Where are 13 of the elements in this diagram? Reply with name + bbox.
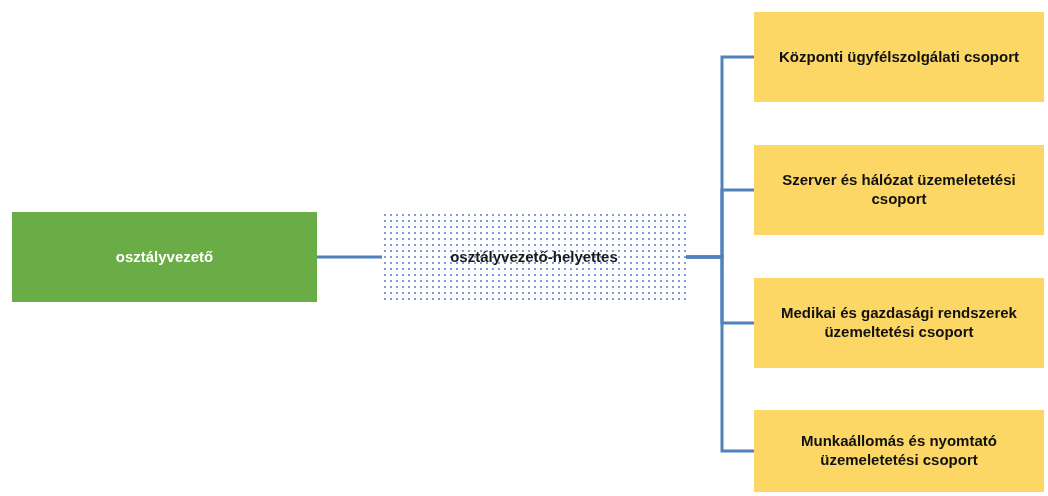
team-box — [754, 410, 1044, 492]
node-label: osztályvezető-helyettes — [450, 247, 618, 267]
team-box — [754, 278, 1044, 368]
node-label: Medikai és gazdasági rendszerek üzemeltetési csoport — [780, 304, 1018, 342]
role-box — [12, 212, 317, 302]
team-box — [754, 12, 1044, 102]
node-label: osztályvezető — [115, 247, 214, 267]
team-box — [754, 145, 1044, 235]
node-label: Szerver és hálózat üzemeletetési csoport — [781, 171, 1017, 209]
node-label: Központi ügyfélszolgálati csoport — [779, 47, 1019, 67]
node-label: Munkaállomás és nyomtató üzemeletetési csoport — [800, 432, 998, 470]
connector-line — [317, 255, 382, 259]
connector-line — [686, 255, 754, 453]
